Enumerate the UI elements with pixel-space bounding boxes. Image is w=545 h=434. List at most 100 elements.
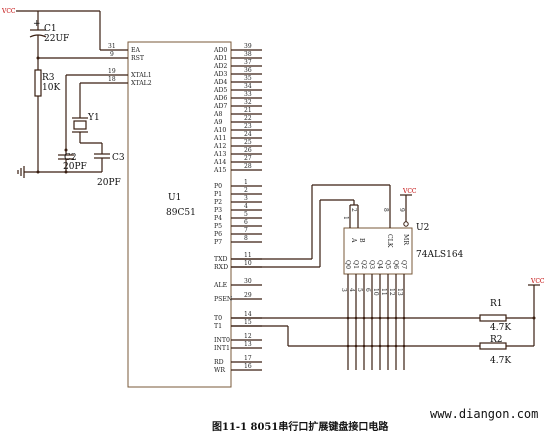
u2-num-b: 2 bbox=[350, 208, 357, 212]
u2-out-q6: Q6 bbox=[392, 260, 399, 269]
u1-pin-p1: P1 bbox=[214, 191, 222, 198]
u1-pin-ad4: AD4 bbox=[213, 79, 227, 86]
u1-pin-num-26: 26 bbox=[244, 147, 252, 154]
u1-pin-ad1: AD1 bbox=[213, 55, 227, 62]
u1-pin-num-5: 5 bbox=[244, 211, 248, 218]
u1-pin-num-22: 22 bbox=[244, 115, 252, 122]
u1-pin-a15: A15 bbox=[213, 167, 226, 174]
vcc-label-1: VCC bbox=[1, 8, 16, 15]
u2-out-q2: Q2 bbox=[360, 260, 367, 269]
c3-ref: C3 bbox=[112, 153, 125, 163]
u1-pin-a8: A8 bbox=[213, 111, 222, 118]
c1-val: 22UF bbox=[44, 34, 69, 44]
u2-pin-a: A bbox=[350, 237, 357, 243]
u1-part: 89C51 bbox=[166, 208, 196, 218]
key-circuit: VCC R1 4.7K R2 4.7K bbox=[231, 278, 545, 366]
u2-pin-mr: MR bbox=[402, 234, 409, 245]
u2-ref: U2 bbox=[416, 223, 429, 233]
u2-out-q0: Q0 bbox=[344, 260, 351, 269]
u2-out-num-10: 10 bbox=[372, 288, 379, 296]
u1-pin-a12: A12 bbox=[213, 143, 226, 150]
svg-text:+: + bbox=[33, 19, 41, 29]
vcc-label-3: VCC bbox=[530, 278, 545, 285]
u1-pin-num-35: 35 bbox=[244, 75, 252, 82]
r3-ref: R3 bbox=[42, 73, 55, 83]
c2-ref: C2 bbox=[64, 153, 77, 163]
vcc-label-2: VCC bbox=[402, 188, 417, 195]
u2-out-num-13: 13 bbox=[396, 288, 403, 296]
watermark: www.diangon.com bbox=[430, 407, 538, 421]
u1-pin-num-14: 14 bbox=[244, 311, 252, 318]
u1-pin-num-10: 10 bbox=[244, 260, 252, 267]
u1-pin-a9: A9 bbox=[213, 119, 222, 126]
c3-val: 20PF bbox=[97, 178, 121, 188]
u1-pin-wr: WR bbox=[214, 367, 225, 374]
pin-xtal2: XTAL2 bbox=[131, 80, 152, 87]
u1-pin-num-1: 1 bbox=[244, 179, 248, 186]
u1-pin-num-23: 23 bbox=[244, 123, 252, 130]
u2-num-a: 1 bbox=[342, 216, 349, 220]
u1-pin-int0: INT0 bbox=[214, 337, 230, 344]
u1-pin-num-11: 11 bbox=[244, 252, 252, 259]
u1-pin-p4: P4 bbox=[214, 215, 222, 222]
u1-pin-num-17: 17 bbox=[244, 355, 252, 362]
c1-ref: C1 bbox=[44, 24, 57, 34]
u2-body bbox=[343, 227, 413, 275]
pin-ea: EA bbox=[131, 47, 141, 54]
u1-pin-num-34: 34 bbox=[244, 83, 252, 90]
pin-ea-num: 31 bbox=[108, 43, 116, 50]
u1-pin-num-2: 2 bbox=[244, 187, 248, 194]
u1-pin-p3: P3 bbox=[214, 207, 222, 214]
u2-out-q4: Q4 bbox=[376, 260, 383, 269]
u1-pin-ad3: AD3 bbox=[213, 71, 227, 78]
pin-rst: RST bbox=[131, 55, 145, 62]
figure-caption: 图11-1 8051串行口扩展键盘接口电路 bbox=[212, 420, 389, 433]
u1-left-pins: EA 31 RST 9 XTAL1 19 XTAL2 18 bbox=[100, 43, 152, 87]
u1-pin-ad6: AD6 bbox=[213, 95, 227, 102]
u1-pin-num-25: 25 bbox=[244, 139, 252, 146]
u1-ref: U1 bbox=[168, 193, 181, 203]
u1-right-pins: AD039AD138AD237AD336AD435AD534AD633AD732… bbox=[213, 43, 262, 374]
u1-pin-num-16: 16 bbox=[244, 363, 252, 370]
u2-out-num-6: 6 bbox=[364, 288, 371, 292]
u1-pin-num-13: 13 bbox=[244, 341, 252, 348]
u1-pin-num-38: 38 bbox=[244, 51, 252, 58]
c2-val: 20PF bbox=[63, 162, 87, 172]
u1-pin-num-32: 32 bbox=[244, 99, 252, 106]
r3-val: 10K bbox=[42, 83, 60, 93]
u1-pin-num-8: 8 bbox=[244, 235, 248, 242]
u2-part: 74ALS164 bbox=[416, 250, 464, 260]
u2-out-num-12: 12 bbox=[388, 288, 395, 296]
left-circuit: VCC + C1 22UF R3 10K Y1 bbox=[1, 8, 125, 188]
u2-out-num-3: 3 bbox=[340, 288, 347, 292]
u1-pin-t1: T1 bbox=[214, 323, 222, 330]
u1-pin-num-30: 30 bbox=[244, 278, 252, 285]
u1-pin-psen: PSEN bbox=[214, 296, 233, 303]
u1-body bbox=[127, 41, 232, 388]
u1-pin-ad7: AD7 bbox=[213, 103, 227, 110]
u1-pin-p0: P0 bbox=[214, 183, 222, 190]
u1-pin-t0: T0 bbox=[214, 315, 222, 322]
r1-ref: R1 bbox=[490, 299, 503, 309]
u1-pin-num-37: 37 bbox=[244, 59, 252, 66]
u1-pin-a11: A11 bbox=[213, 135, 226, 142]
u1-pin-p2: P2 bbox=[214, 199, 222, 206]
u2-out-q1: Q1 bbox=[352, 260, 359, 269]
u1-pin-num-15: 15 bbox=[244, 319, 252, 326]
u1-pin-num-27: 27 bbox=[244, 155, 252, 162]
u2-out-q7: Q7 bbox=[400, 260, 407, 269]
u2-num-clk: 8 bbox=[382, 208, 389, 212]
u1-pin-a14: A14 bbox=[213, 159, 226, 166]
u1-pin-a13: A13 bbox=[213, 151, 226, 158]
y1-ref: Y1 bbox=[87, 113, 100, 123]
r1-body bbox=[479, 314, 507, 322]
u2-out-num-5: 5 bbox=[356, 288, 363, 292]
u1-pin-p5: P5 bbox=[214, 223, 222, 230]
u1-pin-num-33: 33 bbox=[244, 91, 252, 98]
r2-val: 4.7K bbox=[490, 356, 511, 366]
u1-pin-num-36: 36 bbox=[244, 67, 252, 74]
pin-xtal1: XTAL1 bbox=[131, 72, 152, 79]
u1-pin-num-7: 7 bbox=[244, 227, 248, 234]
u2-pin-b: B bbox=[358, 238, 365, 243]
